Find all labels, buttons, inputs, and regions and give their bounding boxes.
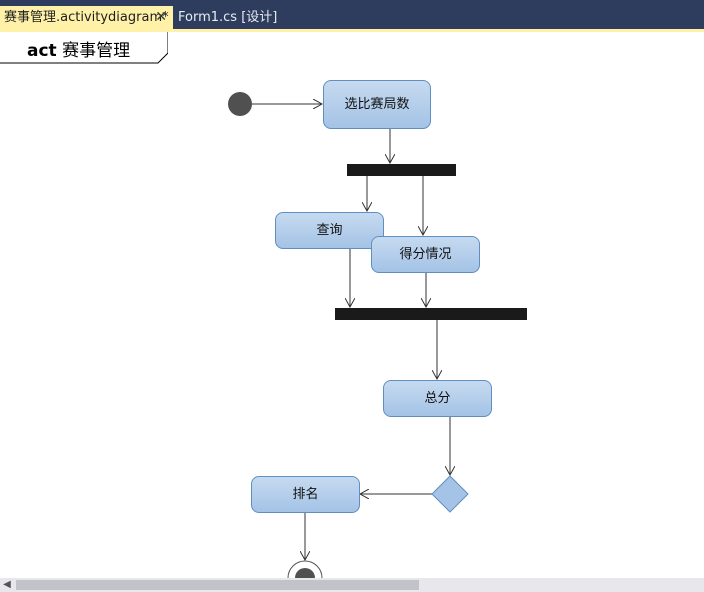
fork-bar[interactable] — [347, 164, 456, 176]
action-select-rounds-label: 选比赛局数 — [344, 97, 410, 112]
diagram-name: 赛事管理 — [62, 41, 131, 61]
diagram-keyword: act — [27, 41, 57, 61]
decision-node[interactable] — [431, 475, 469, 513]
action-score-status-label: 得分情况 — [399, 247, 452, 262]
scroll-left-icon[interactable]: ◀ — [3, 579, 11, 590]
action-total-score-label: 总分 — [424, 391, 451, 406]
tab-form1-design-label: Form1.cs [设计] — [178, 10, 278, 25]
active-tab-accent — [0, 29, 704, 32]
tab-activity-diagram[interactable]: 赛事管理.activitydiagram* ✕ — [0, 6, 173, 29]
action-query-label: 查询 — [316, 223, 343, 238]
frame-label-border — [0, 32, 168, 64]
scroll-thumb[interactable] — [16, 580, 419, 590]
diagram-canvas[interactable]: act 赛事管理 选比赛局数 查询 得分情况 — [0, 32, 704, 578]
horizontal-scrollbar[interactable]: ◀ — [0, 578, 704, 592]
final-node[interactable] — [295, 568, 315, 578]
initial-node[interactable] — [228, 92, 252, 116]
diagram-title: act 赛事管理 — [27, 36, 130, 61]
action-ranking-label: 排名 — [292, 487, 319, 502]
action-query[interactable]: 查询 — [275, 212, 384, 249]
tab-form1-design[interactable]: Form1.cs [设计] — [174, 6, 284, 29]
close-icon[interactable]: ✕ — [155, 9, 167, 25]
diagram-frame-label: act 赛事管理 — [0, 32, 168, 64]
action-select-rounds[interactable]: 选比赛局数 — [323, 80, 431, 129]
action-score-status[interactable]: 得分情况 — [371, 236, 480, 273]
diagram-connectors — [228, 92, 527, 578]
tab-activity-diagram-label: 赛事管理.activitydiagram* — [4, 10, 169, 25]
action-total-score[interactable]: 总分 — [383, 380, 492, 417]
join-bar[interactable] — [335, 308, 527, 320]
action-ranking[interactable]: 排名 — [251, 476, 360, 513]
tab-bar: 赛事管理.activitydiagram* ✕ Form1.cs [设计] — [0, 0, 704, 29]
